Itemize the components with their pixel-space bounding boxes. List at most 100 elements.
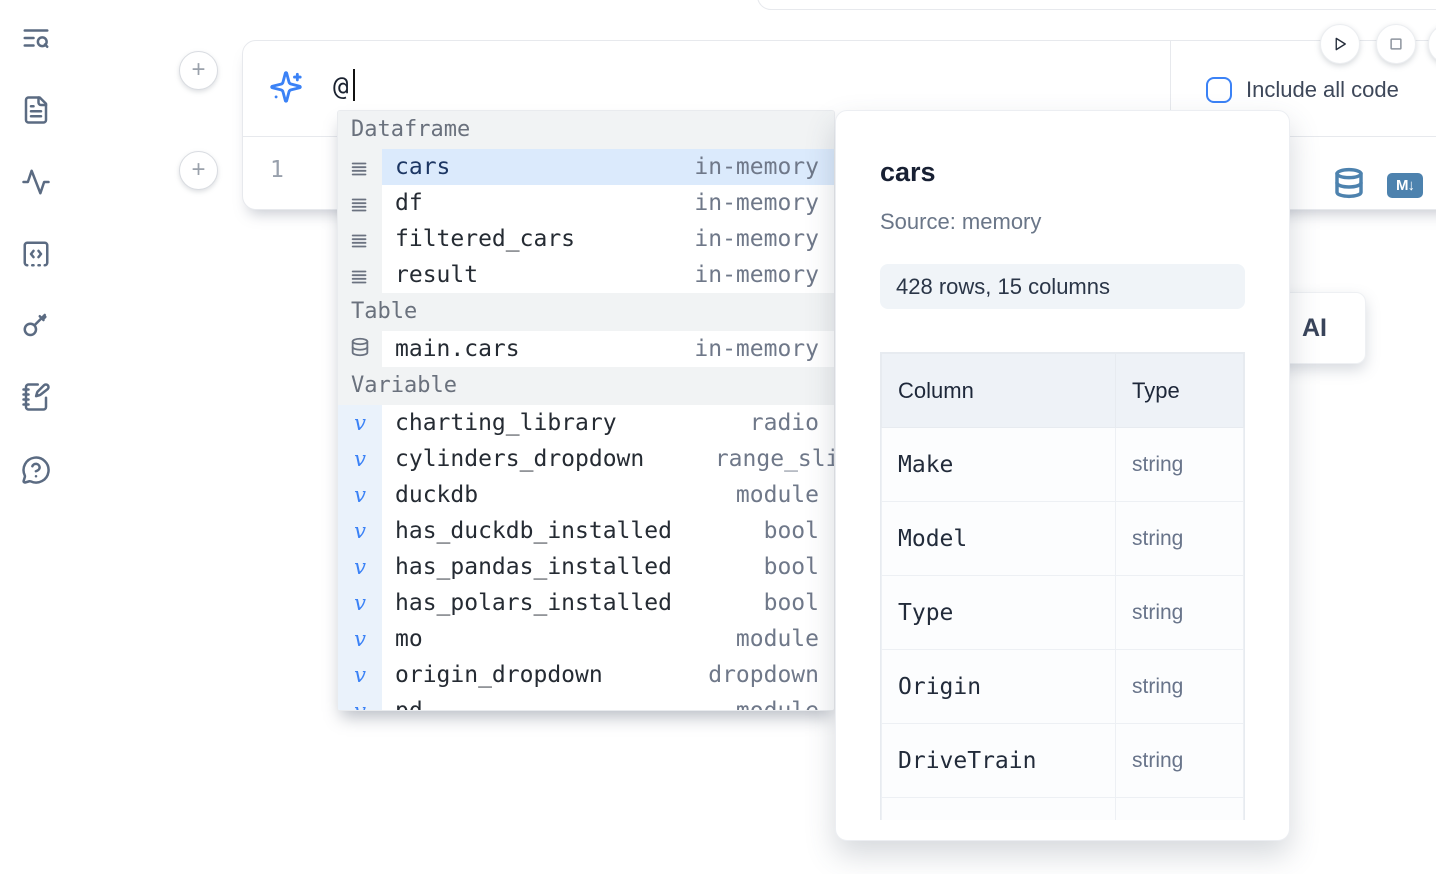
- schema-row: [881, 797, 1244, 820]
- autocomplete-item[interactable]: v has_duckdb_installed bool: [338, 513, 834, 549]
- schema-column-type: string: [1115, 501, 1244, 576]
- item-type: in-memory: [694, 262, 819, 288]
- schema-header-type: Type: [1115, 353, 1244, 428]
- item-name: has_polars_installed: [395, 590, 672, 616]
- item-name: mo: [395, 626, 423, 652]
- file-icon[interactable]: [21, 95, 53, 127]
- scratchpad-icon[interactable]: [21, 382, 53, 414]
- previous-cell-edge: [757, 0, 1436, 10]
- code-cell-icon[interactable]: [21, 239, 53, 271]
- schema-column-name: Type: [881, 575, 1116, 650]
- schema-column-type: string: [1115, 427, 1244, 502]
- play-icon: [1331, 35, 1349, 53]
- item-icon-gutter: v: [338, 621, 382, 657]
- key-icon[interactable]: [21, 310, 53, 342]
- run-cell-button[interactable]: [1320, 24, 1360, 64]
- item-name: has_duckdb_installed: [395, 518, 672, 544]
- item-name: pd: [395, 698, 423, 711]
- autocomplete-item[interactable]: df in-memory: [338, 185, 834, 221]
- include-all-code-toggle[interactable]: Include all code: [1206, 77, 1399, 103]
- item-type: bool: [763, 590, 819, 616]
- item-name: main.cars: [395, 336, 520, 362]
- dataframe-rows-icon: [349, 194, 371, 212]
- autocomplete-section-header: Variable: [338, 367, 834, 405]
- item-type: range_slider: [714, 446, 834, 472]
- item-name: duckdb: [395, 482, 479, 508]
- schema-column-name: [881, 797, 1116, 820]
- stop-icon: [1387, 35, 1405, 53]
- ai-prompt-input[interactable]: @ Include all code: [243, 41, 1436, 136]
- code-editor-line[interactable]: 1 M↓: [243, 137, 1436, 210]
- item-type: bool: [763, 518, 819, 544]
- schema-column-name: Make: [881, 427, 1116, 502]
- item-type: in-memory: [694, 154, 819, 180]
- autocomplete-item[interactable]: main.cars in-memory: [338, 331, 834, 367]
- sidebar: [0, 0, 72, 874]
- preview-source: Source: memory: [880, 209, 1042, 234]
- text-search-icon[interactable]: [21, 23, 53, 55]
- preview-shape-badge: 428 rows, 15 columns: [880, 264, 1245, 309]
- markdown-icon[interactable]: M↓: [1387, 173, 1423, 198]
- schema-column-type: string: [1115, 649, 1244, 724]
- schema-header-column: Column: [881, 353, 1116, 428]
- add-cell-button[interactable]: +: [179, 151, 218, 190]
- item-type: module: [735, 698, 819, 711]
- include-all-code-checkbox[interactable]: [1206, 77, 1232, 103]
- item-icon-gutter: v: [338, 513, 382, 549]
- item-type: in-memory: [694, 190, 819, 216]
- item-icon-gutter: v: [338, 405, 382, 441]
- item-icon-gutter: v: [338, 585, 382, 621]
- item-type: in-memory: [694, 336, 819, 362]
- dataframe-rows-icon: [349, 266, 371, 284]
- item-icon-gutter: [338, 257, 382, 293]
- schema-column-name: Origin: [881, 649, 1116, 724]
- schema-column-type: string: [1115, 723, 1244, 798]
- variable-v-icon: v: [354, 555, 366, 579]
- database-icon[interactable]: [1333, 165, 1365, 206]
- dataframe-rows-icon: [349, 158, 371, 176]
- stop-button[interactable]: [1376, 24, 1416, 64]
- item-icon-gutter: v: [338, 693, 382, 710]
- item-icon-gutter: v: [338, 657, 382, 693]
- divider: [1170, 41, 1171, 136]
- item-icon-gutter: [338, 149, 382, 185]
- activity-icon[interactable]: [21, 167, 53, 199]
- item-type: module: [735, 482, 819, 508]
- help-icon[interactable]: [21, 455, 53, 487]
- include-all-code-label: Include all code: [1246, 77, 1399, 102]
- text-cursor: [353, 69, 355, 101]
- autocomplete-section-header: Dataframe: [338, 111, 834, 149]
- item-type: dropdown: [708, 662, 819, 688]
- autocomplete-item[interactable]: v has_polars_installed bool: [338, 585, 834, 621]
- autocomplete-item[interactable]: v cylinders_dropdown range_slider: [338, 441, 834, 477]
- item-name: df: [395, 190, 423, 216]
- item-icon-gutter: [338, 331, 382, 367]
- item-name: cylinders_dropdown: [395, 446, 645, 472]
- item-type: radio: [749, 410, 819, 436]
- variable-v-icon: v: [354, 447, 366, 471]
- schema-column-name: Model: [881, 501, 1116, 576]
- item-icon-gutter: v: [338, 549, 382, 585]
- add-cell-button[interactable]: +: [179, 51, 218, 90]
- variable-v-icon: v: [354, 411, 366, 435]
- item-icon-gutter: v: [338, 441, 382, 477]
- dataframe-preview-panel: cars Source: memory 428 rows, 15 columns…: [835, 110, 1290, 841]
- variable-v-icon: v: [354, 519, 366, 543]
